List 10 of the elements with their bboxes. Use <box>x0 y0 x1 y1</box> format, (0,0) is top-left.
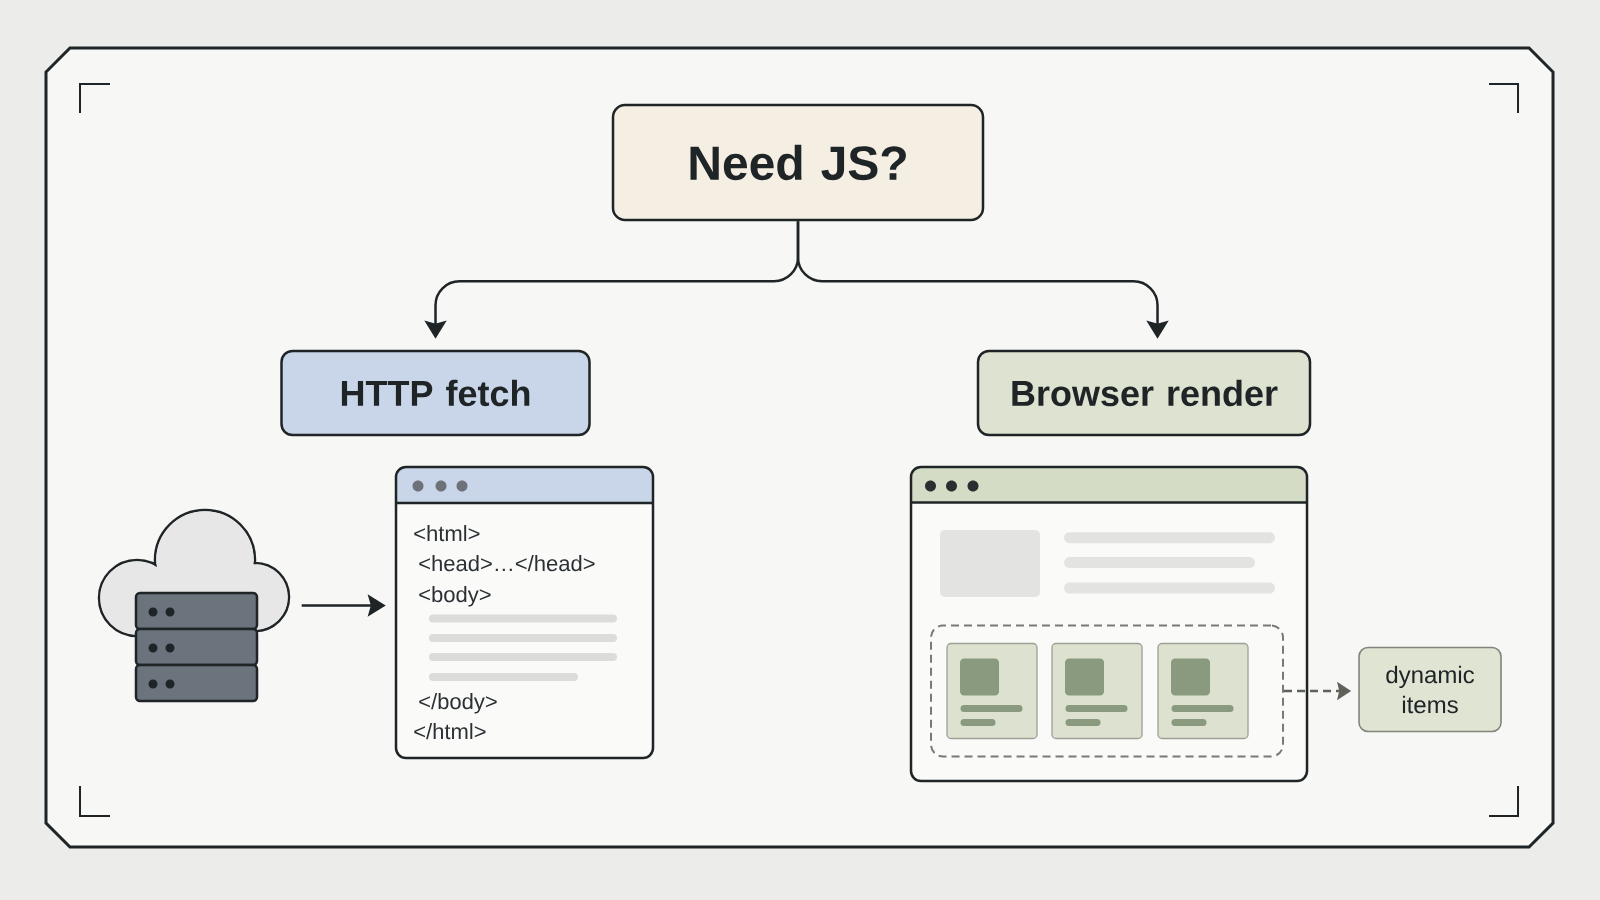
process-box: dynamic items <box>1358 646 1502 733</box>
process-box: Browser render <box>976 349 1312 437</box>
process-box: HTTP fetch <box>280 349 591 437</box>
code-line: <html> <box>414 525 480 542</box>
decision-box: Need JS? <box>611 103 985 222</box>
cloud-server-icon <box>97 508 291 703</box>
code-line: </body> <box>419 693 497 714</box>
code-line: <head>…</head> <box>419 555 595 572</box>
code-line: </html> <box>414 723 486 740</box>
code-line: <body> <box>419 586 491 607</box>
